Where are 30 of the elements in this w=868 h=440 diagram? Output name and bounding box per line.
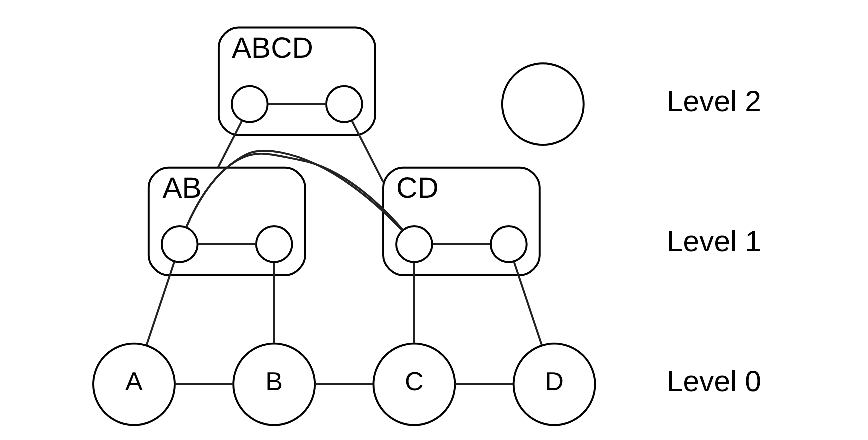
label: Level 0 — [666, 366, 762, 399]
node-circle: D — [512, 342, 596, 426]
connector — [273, 262, 276, 344]
connector — [146, 261, 176, 346]
node-circle — [255, 226, 294, 264]
node-circle — [501, 62, 585, 146]
connector — [198, 243, 256, 246]
connector — [175, 384, 234, 386]
label: Level 1 — [666, 226, 762, 259]
node-circle: A — [92, 342, 176, 426]
connector — [217, 120, 244, 168]
connector — [413, 262, 416, 344]
label: Level 2 — [666, 86, 762, 118]
node-circle — [160, 226, 199, 264]
node-circle: C — [372, 342, 456, 426]
cluster: AB — [148, 166, 306, 276]
connector — [315, 384, 374, 386]
node-circle: B — [232, 342, 316, 426]
node-circle — [231, 85, 269, 124]
cluster: CD — [382, 166, 541, 276]
cluster: ABCD — [218, 26, 376, 136]
connector — [456, 384, 514, 386]
connector — [432, 243, 491, 246]
connector — [186, 150, 404, 232]
node-circle — [396, 226, 434, 264]
connector — [268, 103, 326, 106]
connector — [513, 261, 543, 346]
connector — [351, 120, 384, 183]
node-circle — [326, 85, 364, 124]
node-circle — [490, 226, 528, 264]
